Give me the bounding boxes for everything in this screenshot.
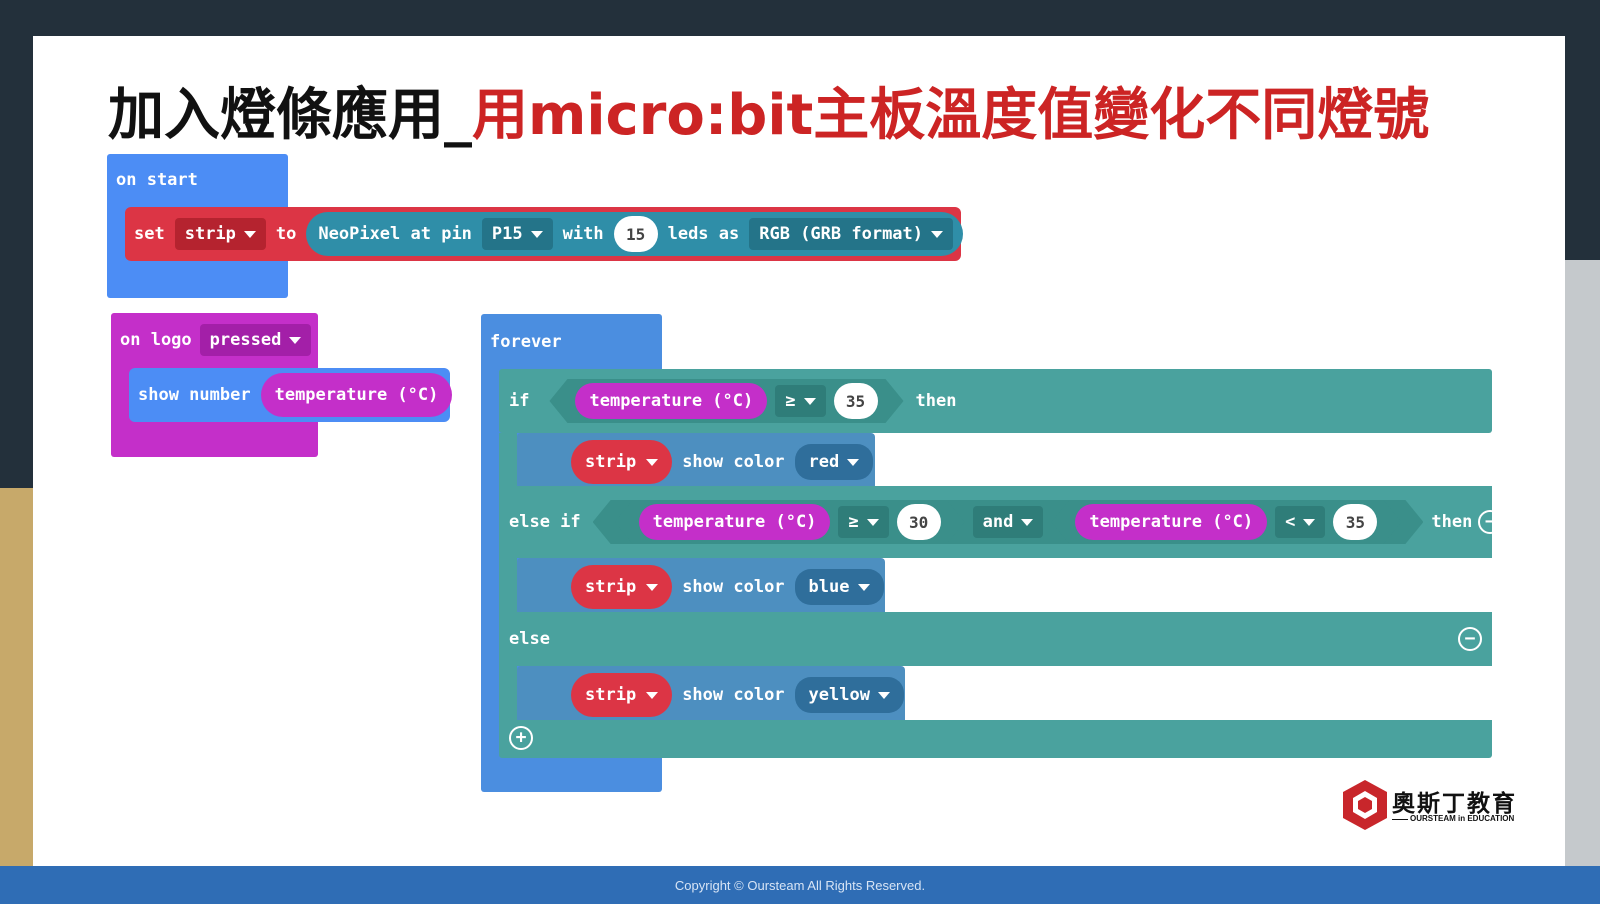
format-dropdown[interactable]: RGB (GRB format): [749, 218, 954, 250]
else-if-label: else if: [509, 512, 581, 532]
chevron-down-icon: [1021, 519, 1033, 526]
neopixel-create-block[interactable]: NeoPixel at pin P15 with 15 leds as RGB …: [306, 212, 964, 256]
on-logo-label: on logo: [120, 330, 192, 350]
show-color-block-blue[interactable]: strip show color blue: [517, 558, 885, 616]
chevron-down-icon: [646, 458, 659, 466]
chevron-down-icon: [1303, 519, 1315, 526]
else-if-header[interactable]: else if temperature (°C) ≥ 30 and temper…: [499, 486, 1503, 558]
chevron-down-icon: [857, 583, 870, 591]
page-title: 加入燈條應用_用micro:bit主板溫度值變化不同燈號: [108, 70, 1429, 151]
temperature-reporter[interactable]: temperature (°C): [1075, 504, 1267, 540]
neopixel-label: NeoPixel at pin: [318, 224, 472, 244]
set-label: set: [134, 224, 165, 244]
temperature-reporter[interactable]: temperature (°C): [260, 373, 453, 417]
color-dropdown[interactable]: blue: [794, 569, 884, 605]
if-branch-bar: [499, 433, 517, 491]
brand-logo: 奧斯丁教育 OURSTEAM in EDUCATION: [1340, 778, 1540, 834]
logo-tagline: OURSTEAM in EDUCATION: [1410, 814, 1515, 823]
operator-value: ≥: [848, 512, 859, 532]
color-value: yellow: [808, 685, 870, 705]
strip-var-name: strip: [585, 452, 637, 472]
compare-block-2b[interactable]: temperature (°C) < 35: [1051, 500, 1401, 544]
strip-var-reporter[interactable]: strip: [571, 673, 673, 717]
strip-var-name: strip: [585, 685, 637, 705]
decor-gold-wedge: [0, 488, 33, 868]
and-dropdown[interactable]: and: [973, 506, 1044, 538]
else-branch-bar: [499, 666, 517, 724]
chevron-down-icon: [867, 519, 879, 526]
remove-branch-icon[interactable]: −: [1478, 510, 1503, 534]
show-number-label: show number: [138, 385, 251, 405]
threshold-input[interactable]: 35: [834, 383, 878, 419]
title-prefix: 加入燈條應用_: [108, 83, 472, 148]
chevron-down-icon: [931, 230, 944, 238]
strip-var-reporter[interactable]: strip: [571, 440, 673, 484]
strip-var-dropdown[interactable]: strip: [174, 218, 266, 250]
if-label: if: [509, 391, 530, 411]
footer-bar: Copyright © Oursteam All Rights Reserved…: [0, 866, 1600, 904]
threshold-input[interactable]: 30: [897, 504, 941, 540]
show-color-block-red[interactable]: strip show color red: [517, 433, 875, 491]
and-block[interactable]: temperature (°C) ≥ 30 and temperature (°…: [593, 500, 1424, 544]
operator-value: <: [1285, 512, 1296, 532]
chevron-down-icon: [289, 336, 302, 344]
operator-dropdown[interactable]: <: [1275, 506, 1325, 538]
copyright-text: Copyright © Oursteam All Rights Reserved…: [674, 877, 926, 893]
show-color-label: show color: [682, 577, 785, 597]
on-start-label: on start: [116, 170, 198, 190]
strip-var-reporter[interactable]: strip: [571, 565, 673, 609]
remove-branch-icon[interactable]: −: [1458, 627, 1482, 651]
if-block-header[interactable]: if temperature (°C) ≥ 35 then: [499, 369, 1492, 433]
to-label: to: [275, 224, 297, 244]
operator-dropdown[interactable]: ≥: [775, 385, 825, 417]
leds-count-input[interactable]: 15: [613, 216, 658, 252]
compare-block-2a[interactable]: temperature (°C) ≥ 30: [615, 500, 965, 544]
logo-name: 奧斯丁教育: [1392, 791, 1517, 817]
title-highlight: 用micro:bit主板溫度值變化不同燈號: [472, 83, 1430, 148]
color-dropdown[interactable]: yellow: [794, 677, 904, 713]
cube-logo-icon: [1343, 780, 1387, 830]
show-color-label: show color: [682, 685, 785, 705]
temperature-reporter[interactable]: temperature (°C): [575, 383, 767, 419]
chevron-down-icon: [646, 691, 659, 699]
pin-dropdown[interactable]: P15: [481, 218, 553, 250]
leds-as-label: leds as: [667, 224, 740, 244]
logo-event-dropdown[interactable]: pressed: [199, 324, 312, 356]
chevron-down-icon: [243, 230, 256, 238]
show-color-label: show color: [682, 452, 785, 472]
logo-event-value: pressed: [209, 330, 282, 350]
chevron-down-icon: [646, 583, 659, 591]
chevron-down-icon: [877, 691, 890, 699]
temperature-reporter[interactable]: temperature (°C): [639, 504, 831, 540]
pin-value: P15: [491, 224, 523, 244]
chevron-down-icon: [804, 398, 816, 405]
set-strip-block[interactable]: set strip to NeoPixel at pin P15 with 15…: [125, 207, 964, 261]
then-label: then: [1431, 512, 1473, 532]
operator-value: ≥: [785, 391, 796, 411]
chevron-down-icon: [847, 458, 860, 466]
slide: 加入燈條應用_用micro:bit主板溫度值變化不同燈號 on start se…: [33, 36, 1565, 868]
with-label: with: [562, 224, 604, 244]
forever-label: forever: [490, 332, 562, 352]
strip-var-name: strip: [184, 224, 236, 244]
add-branch-icon[interactable]: +: [509, 726, 533, 750]
operator-dropdown[interactable]: ≥: [838, 506, 888, 538]
threshold-input[interactable]: 35: [1333, 504, 1377, 540]
else-if-branch-bar: [499, 558, 517, 616]
logo-tagline-rule: [1392, 819, 1408, 820]
format-value: RGB (GRB format): [759, 224, 924, 244]
and-value: and: [982, 512, 1014, 532]
if-block-footer[interactable]: +: [499, 720, 1492, 758]
else-header[interactable]: else −: [499, 612, 1492, 666]
chevron-down-icon: [530, 230, 543, 238]
show-number-block[interactable]: show number temperature (°C): [129, 368, 453, 422]
compare-block-1[interactable]: temperature (°C) ≥ 35: [549, 379, 903, 423]
then-label: then: [915, 391, 957, 411]
color-value: red: [808, 452, 840, 472]
else-label: else: [509, 629, 550, 649]
strip-var-name: strip: [585, 577, 637, 597]
color-value: blue: [808, 577, 850, 597]
color-dropdown[interactable]: red: [794, 444, 874, 480]
show-color-block-yellow[interactable]: strip show color yellow: [517, 666, 905, 724]
